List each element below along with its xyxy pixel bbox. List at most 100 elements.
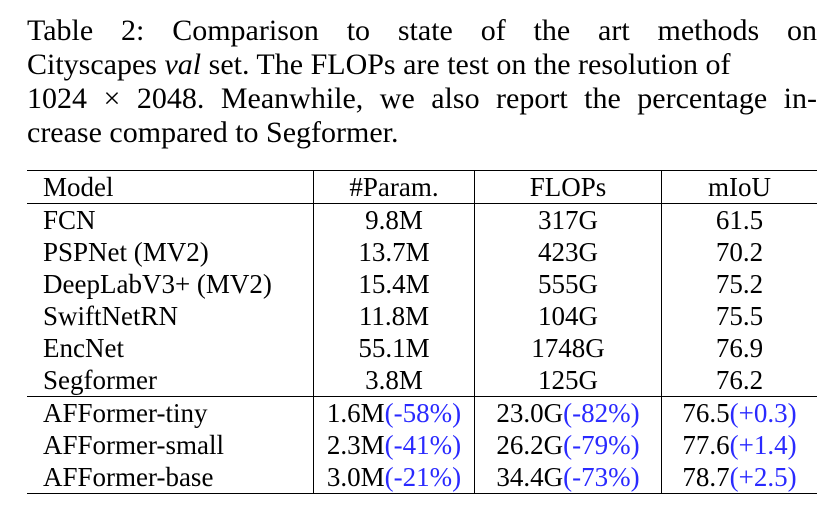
flops-cell: 317G xyxy=(474,203,662,236)
model-name: SwiftNetRN xyxy=(43,300,178,331)
miou-cell: 61.5 xyxy=(661,203,817,236)
params-value: 9.8M xyxy=(365,204,423,235)
params-value: 11.8M xyxy=(358,300,430,331)
params-value: 15.4M xyxy=(358,268,430,299)
table-header-row: Model #Param. FLOPs mIoU xyxy=(27,170,817,204)
params-value: 55.1M xyxy=(358,332,430,363)
miou-value: 76.2 xyxy=(715,364,764,395)
header-model: Model xyxy=(43,171,114,202)
table-row: FCN 9.8M 317G 61.5 xyxy=(27,203,817,237)
miou-value: 78.7 xyxy=(682,461,730,492)
model-name: AFFormer-base xyxy=(43,461,214,492)
flops-value: 125G xyxy=(538,364,598,395)
params-value: 3.0M xyxy=(326,461,385,492)
params-cell: 1.6M(-58%) xyxy=(313,396,475,429)
header-flops: FLOPs xyxy=(474,170,662,204)
params-cell: 3.8M xyxy=(313,364,475,397)
model-name: AFFormer-tiny xyxy=(43,397,208,428)
comparison-table: Model #Param. FLOPs mIoU FCN 9.8M 317G 61.5… xyxy=(27,170,817,494)
miou-value: 70.2 xyxy=(715,236,764,267)
flops-delta: (-73%) xyxy=(563,461,640,492)
caption-line-3: 1024 × 2048. Meanwhile, we also report t… xyxy=(27,82,817,115)
flops-value: 23.0G xyxy=(496,397,564,428)
flops-value: 317G xyxy=(538,204,598,235)
model-name: PSPNet (MV2) xyxy=(43,236,209,267)
model-name: EncNet xyxy=(43,332,124,363)
miou-value: 76.9 xyxy=(715,332,764,363)
model-cell: DeepLabV3+ (MV2) xyxy=(27,268,314,300)
table-row: PSPNet (MV2) 13.7M 423G 70.2 xyxy=(27,236,817,268)
flops-value: 423G xyxy=(538,236,598,267)
model-name: DeepLabV3+ (MV2) xyxy=(43,268,272,299)
flops-cell: 125G xyxy=(474,364,662,397)
miou-value: 75.5 xyxy=(715,300,764,331)
miou-cell: 76.5(+0.3) xyxy=(661,396,817,429)
flops-cell: 423G xyxy=(474,236,662,268)
table-row: DeepLabV3+ (MV2) 15.4M 555G 75.2 xyxy=(27,268,817,300)
params-cell: 2.3M(-41%) xyxy=(313,429,475,461)
model-cell: SwiftNetRN xyxy=(27,300,314,332)
caption-italic-val: val xyxy=(164,48,202,81)
header-miou: mIoU xyxy=(661,170,817,204)
params-value: 13.7M xyxy=(358,236,430,267)
model-cell: Segformer xyxy=(27,364,314,397)
table-row: SwiftNetRN 11.8M 104G 75.5 xyxy=(27,300,817,332)
miou-cell: 76.2 xyxy=(661,364,817,397)
header-params: #Param. xyxy=(313,170,475,204)
params-value: 1.6M xyxy=(326,397,385,428)
flops-value: 104G xyxy=(538,300,598,331)
miou-cell: 75.2 xyxy=(661,268,817,300)
flops-cell: 104G xyxy=(474,300,662,332)
model-cell: FCN xyxy=(27,204,314,237)
params-cell: 11.8M xyxy=(313,300,475,332)
miou-cell: 75.5 xyxy=(661,300,817,332)
params-cell: 3.0M(-21%) xyxy=(313,461,475,494)
model-name: AFFormer-small xyxy=(43,429,224,460)
params-delta: (-21%) xyxy=(384,461,462,492)
flops-cell: 34.4G(-73%) xyxy=(474,461,662,494)
params-value: 3.8M xyxy=(365,364,423,395)
miou-value: 76.5 xyxy=(682,397,730,428)
table-row: EncNet 55.1M 1748G 76.9 xyxy=(27,332,817,364)
flops-cell: 1748G xyxy=(474,332,662,364)
miou-cell: 70.2 xyxy=(661,236,817,268)
caption-line-2-end: set. The FLOPs are test on the resolutio… xyxy=(201,48,731,81)
miou-delta: (+2.5) xyxy=(729,461,797,492)
flops-cell: 555G xyxy=(474,268,662,300)
caption-line-1: Table 2: Comparison to state of the art … xyxy=(27,14,817,47)
caption-line-2-start: Cityscapes xyxy=(27,48,165,81)
flops-value: 26.2G xyxy=(496,429,564,460)
miou-cell: 77.6(+1.4) xyxy=(661,429,817,461)
miou-delta: (+0.3) xyxy=(729,397,797,428)
miou-value: 61.5 xyxy=(715,204,764,235)
caption-line-4: crease compared to Segformer. xyxy=(27,116,399,149)
flops-value: 1748G xyxy=(531,332,605,363)
params-value: 2.3M xyxy=(326,429,385,460)
flops-cell: 26.2G(-79%) xyxy=(474,429,662,461)
miou-delta: (+1.4) xyxy=(729,429,797,460)
miou-cell: 76.9 xyxy=(661,332,817,364)
flops-value: 34.4G xyxy=(496,461,564,492)
flops-cell: 23.0G(-82%) xyxy=(474,396,662,429)
model-cell: AFFormer-base xyxy=(27,461,314,494)
flops-delta: (-82%) xyxy=(563,397,640,428)
params-delta: (-58%) xyxy=(384,397,462,428)
miou-value: 77.6 xyxy=(682,429,730,460)
params-cell: 13.7M xyxy=(313,236,475,268)
model-name: Segformer xyxy=(43,364,157,395)
model-cell: PSPNet (MV2) xyxy=(27,236,314,268)
model-cell: AFFormer-tiny xyxy=(27,397,314,430)
miou-value: 75.2 xyxy=(715,268,764,299)
params-cell: 15.4M xyxy=(313,268,475,300)
params-cell: 55.1M xyxy=(313,332,475,364)
caption-line-2: Cityscapes val set. The FLOPs are test o… xyxy=(27,48,817,82)
table-caption: Table 2: Comparison to state of the art … xyxy=(27,14,817,150)
model-cell: AFFormer-small xyxy=(27,429,314,461)
table-row: Segformer 3.8M 125G 76.2 xyxy=(27,364,817,397)
params-cell: 9.8M xyxy=(313,203,475,236)
